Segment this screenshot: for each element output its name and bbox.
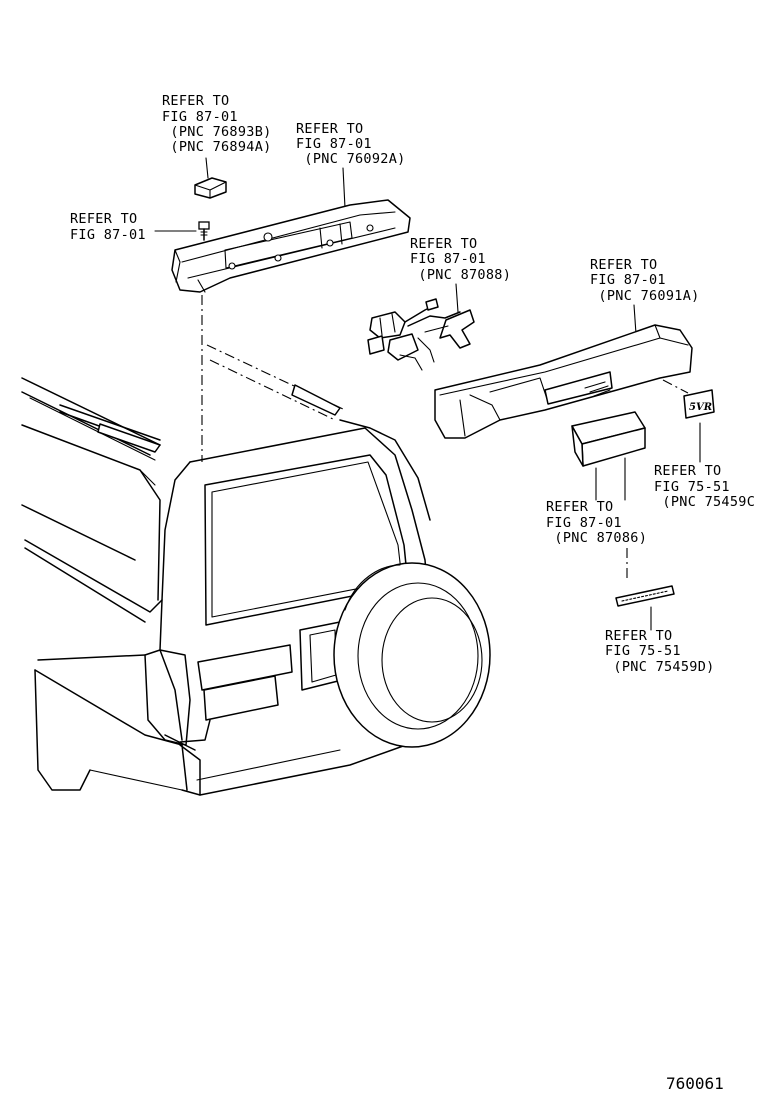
callout-c7-line-2: FIG 87-01 xyxy=(546,515,622,531)
callout-c3: REFER TO FIG 87-01 xyxy=(70,211,146,243)
callout-c5-line-3: (PNC 76091A) xyxy=(590,288,700,304)
upper-spoiler-part xyxy=(171,199,411,293)
callout-c7: REFER TO FIG 87-01 (PNC 87086) xyxy=(546,499,647,546)
callout-c7-line-1: REFER TO xyxy=(546,499,613,515)
lamp-harness-part xyxy=(367,298,475,371)
callout-c1-line-3: (PNC 76893B) xyxy=(162,124,272,140)
callout-c3-line-2: FIG 87-01 xyxy=(70,227,146,243)
screw-part xyxy=(198,221,210,241)
callout-c1: REFER TO FIG 87-01 (PNC 76893B) (PNC 768… xyxy=(162,93,272,155)
callout-c6-line-3: (PNC 75459C xyxy=(654,494,755,510)
callout-c4-line-3: (PNC 87088) xyxy=(410,267,511,283)
callout-c8-line-3: (PNC 75459D) xyxy=(605,659,715,675)
callout-c7-line-3: (PNC 87086) xyxy=(546,530,647,546)
callout-c2-line-3: (PNC 76092A) xyxy=(296,151,406,167)
callout-c6-line-1: REFER TO xyxy=(654,463,721,479)
figure-id: 760061 xyxy=(666,1074,724,1093)
callout-c8-line-2: FIG 75-51 xyxy=(605,643,681,659)
lower-spoiler-part xyxy=(434,324,693,439)
callout-c1-line-4: (PNC 76894A) xyxy=(162,139,272,155)
stop-lamp-part xyxy=(571,411,646,467)
assembly-line-badge xyxy=(662,379,689,394)
vehicle-body xyxy=(21,344,491,796)
callout-c2: REFER TO FIG 87-01 (PNC 76092A) xyxy=(296,121,406,167)
end-cap-part xyxy=(194,177,227,199)
spare-tire-outer xyxy=(333,562,491,748)
emblem-part xyxy=(615,585,675,607)
callout-c2-line-1: REFER TO xyxy=(296,121,363,137)
callout-c6: REFER TO FIG 75-51 (PNC 75459C xyxy=(654,463,755,510)
callout-c2-line-2: FIG 87-01 xyxy=(296,136,372,152)
leader-c1 xyxy=(205,157,209,179)
callout-c5: REFER TO FIG 87-01 (PNC 76091A) xyxy=(590,257,700,304)
callout-c1-line-1: REFER TO xyxy=(162,93,229,109)
callout-c5-line-1: REFER TO xyxy=(590,257,657,273)
leader-c5 xyxy=(633,304,637,335)
callout-c4-line-1: REFER TO xyxy=(410,236,477,252)
badge-lettering: 5VR xyxy=(689,402,712,413)
callout-c4-line-2: FIG 87-01 xyxy=(410,251,486,267)
callout-c8-line-1: REFER TO xyxy=(605,628,672,644)
leader-lines xyxy=(154,157,701,631)
callout-c1-line-2: FIG 87-01 xyxy=(162,109,238,125)
callout-c8: REFER TO FIG 75-51 (PNC 75459D) xyxy=(605,628,715,675)
badge-part: 5VR xyxy=(683,389,715,419)
assembly-lines xyxy=(201,295,689,582)
callout-c3-line-1: REFER TO xyxy=(70,211,137,227)
leader-c4 xyxy=(455,283,459,313)
callout-c4: REFER TO FIG 87-01 (PNC 87088) xyxy=(410,236,511,283)
leader-c2 xyxy=(342,167,346,209)
callout-c6-line-2: FIG 75-51 xyxy=(654,479,730,495)
callout-c5-line-2: FIG 87-01 xyxy=(590,272,666,288)
